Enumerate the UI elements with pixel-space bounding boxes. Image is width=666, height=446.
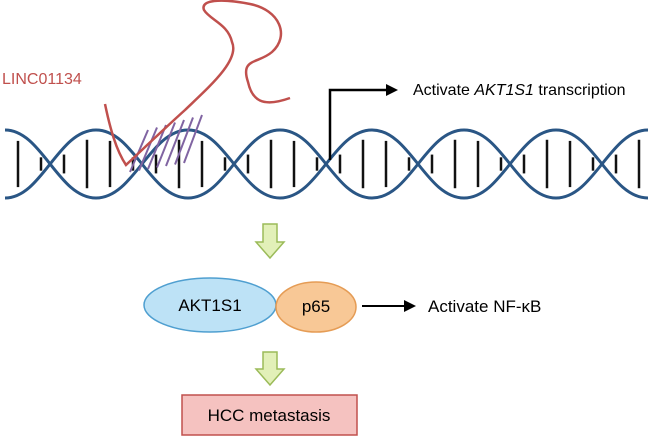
nfkb-arrowhead	[404, 300, 416, 312]
rna-dna-pairing-lines	[129, 114, 203, 173]
pairing-line	[174, 117, 194, 165]
transcription-arrowhead	[386, 84, 398, 96]
pairing-line	[129, 129, 149, 173]
nfkb-label: Activate NF-κB	[428, 297, 541, 316]
transcription-start-arrow	[328, 88, 386, 160]
dna-base-pairs	[16, 139, 641, 189]
outcome-box	[181, 394, 358, 436]
pairing-line	[138, 127, 158, 171]
lncrna-label: LINC01134	[2, 71, 82, 88]
dna-strand-2	[4, 128, 649, 200]
pairing-line	[156, 122, 176, 168]
transcription-suffix: transcription	[534, 82, 626, 99]
down-arrow-to-complex	[254, 223, 286, 260]
transcription-label: Activate AKT1S1 transcription	[413, 82, 626, 99]
pairing-line	[147, 124, 167, 170]
pairing-line	[183, 114, 203, 164]
transcription-prefix: Activate	[413, 82, 474, 99]
pairing-line	[165, 119, 185, 167]
p65-protein	[275, 281, 357, 333]
down-arrow-to-outcome	[254, 351, 286, 387]
lncrna-strand	[103, 0, 291, 167]
p65-label: p65	[302, 297, 330, 316]
outcome-label: HCC metastasis	[208, 406, 331, 425]
akt1s1-label: AKT1S1	[178, 296, 241, 315]
transcription-gene: AKT1S1	[473, 82, 534, 99]
